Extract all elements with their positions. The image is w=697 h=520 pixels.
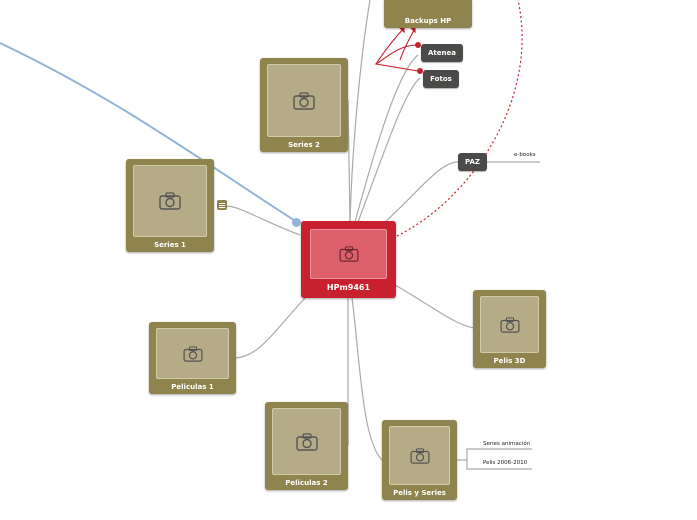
- photo-placeholder: [389, 426, 450, 485]
- photo-placeholder: [267, 64, 341, 137]
- relation-endpoint-fotos[interactable]: [417, 68, 423, 74]
- node-atenea[interactable]: Atenea: [421, 44, 463, 62]
- node-peliculas-2[interactable]: Peliculas 2: [265, 402, 348, 490]
- relation-endpoint-atenea[interactable]: [415, 42, 421, 48]
- node-label: Pelis 3D: [493, 357, 526, 365]
- photo-placeholder: [156, 328, 229, 379]
- branch-fotos: [357, 77, 421, 223]
- node-pelis-3d[interactable]: Pelis 3D: [473, 290, 546, 368]
- node-series-1[interactable]: Series 1: [126, 159, 214, 252]
- node-label: Series 2: [288, 141, 320, 149]
- branch-pelisyseries: [351, 297, 383, 461]
- branch-series-anim: [457, 448, 532, 461]
- branch-pelis3d: [394, 284, 475, 329]
- leaf-series-animacion[interactable]: Series animación: [483, 441, 531, 447]
- branch-series1: [225, 205, 301, 236]
- link-endpoint[interactable]: [292, 218, 301, 227]
- branch-peliculas1: [235, 297, 306, 359]
- branch-backups: [349, 0, 371, 223]
- node-paz[interactable]: PAZ: [458, 153, 487, 171]
- relation-fotos: [399, 27, 416, 61]
- camera-icon: [409, 447, 430, 464]
- node-backups-hp[interactable]: Backups HP: [384, 0, 472, 28]
- branch-paz: [384, 161, 459, 223]
- node-series-2[interactable]: Series 2: [260, 58, 348, 152]
- photo-placeholder: [480, 296, 539, 353]
- photo-placeholder: [310, 229, 387, 279]
- node-label: Series 1: [154, 241, 186, 249]
- arrow-head-a: [398, 27, 405, 34]
- relation-arrow-a: [375, 27, 405, 65]
- branch-atenea: [354, 54, 419, 223]
- camera-icon: [293, 91, 315, 110]
- node-label: Pelis y Series: [393, 489, 446, 497]
- photo-placeholder: [272, 408, 341, 475]
- node-central-hpm9461[interactable]: HPm9461: [301, 221, 396, 298]
- node-peliculas-1[interactable]: Peliculas 1: [149, 322, 236, 394]
- arrow-head-b: [409, 27, 416, 34]
- photo-placeholder: [133, 165, 207, 237]
- camera-icon: [182, 345, 203, 362]
- node-label: Backups HP: [404, 17, 452, 25]
- camera-icon: [338, 246, 359, 262]
- leaf-ebooks[interactable]: e-books: [514, 152, 536, 158]
- camera-icon: [159, 192, 181, 210]
- leaf-pelis-2006-2010[interactable]: Pelis 2006-2010: [483, 460, 528, 466]
- node-pelis-y-series[interactable]: Pelis y Series: [382, 420, 457, 500]
- relation-atenea: [374, 44, 419, 72]
- node-label: Peliculas 2: [285, 479, 328, 487]
- camera-icon: [499, 316, 520, 333]
- camera-icon: [295, 432, 318, 451]
- node-fotos[interactable]: Fotos: [423, 70, 459, 88]
- central-label: HPm9461: [326, 283, 371, 292]
- note-icon[interactable]: [217, 200, 227, 210]
- branch-series2: [347, 99, 351, 223]
- node-label: Peliculas 1: [171, 383, 214, 391]
- relation-dashed: [396, 0, 523, 237]
- branch-pelis-2006: [466, 460, 532, 470]
- blue-link-line: [0, 42, 298, 223]
